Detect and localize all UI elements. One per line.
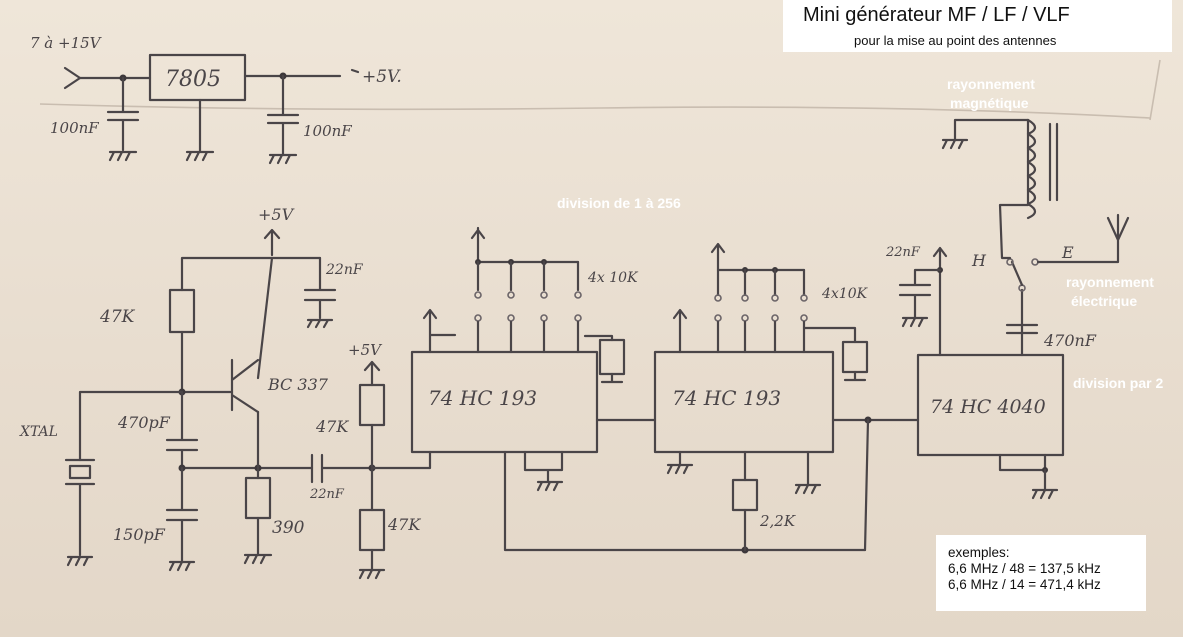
cap-470nf-label: 470nF: [1043, 331, 1097, 350]
example-line-2: 6,6 MHz / 14 = 471,4 kHz: [948, 577, 1101, 592]
division-256-label: division de 1 à 256: [557, 195, 681, 211]
subtitle: pour la mise au point des antennes: [854, 33, 1057, 48]
vcc-b-label: +5V: [348, 341, 383, 359]
examples-text: exemples: 6,6 MHz / 48 = 137,5 kHz 6,6 M…: [948, 545, 1101, 593]
cap-in-label: 100nF: [50, 119, 99, 137]
supply-in-label: 7 à +15V: [30, 34, 103, 52]
r390-label: 390: [272, 518, 305, 538]
transistor-label: BC 337: [267, 375, 329, 394]
electric-label-line2: électrique: [1071, 293, 1138, 309]
r47k-c-label: 47K: [387, 515, 421, 534]
title-box: Mini générateur MF / LF / VLF pour la mi…: [783, 0, 1172, 52]
power-supply: [63, 53, 360, 165]
paper-edge: [1149, 59, 1161, 121]
magnetic-label-line2: magnétique: [950, 95, 1029, 111]
vcc-osc-label: +5V: [258, 205, 295, 224]
paper-fold: [39, 103, 1151, 119]
oscillator: [64, 228, 432, 580]
magnetic-label-line1: rayonnement: [947, 76, 1035, 92]
r47k-a-label: 47K: [99, 307, 136, 327]
switch-h-label: H: [971, 251, 987, 270]
division-2-label: division par 2: [1073, 375, 1164, 391]
cap-out-label: 100nF: [303, 122, 352, 140]
divider-label: 74 HC 4040: [930, 396, 1046, 418]
example-line-1: 6,6 MHz / 48 = 137,5 kHz: [948, 561, 1101, 576]
counter-2: [653, 242, 920, 554]
counter2-label: 74 HC 193: [672, 386, 781, 410]
examples-box: exemples: 6,6 MHz / 48 = 137,5 kHz 6,6 M…: [936, 535, 1146, 611]
cap-22nf-a-label: 22nF: [325, 262, 364, 278]
electric-label-line1: rayonnement: [1066, 274, 1154, 290]
cap-22nf-c-label: 22nF: [885, 245, 921, 260]
r47k-b-label: 47K: [315, 417, 349, 436]
res-4x10k-a-label: 4x 10K: [587, 270, 639, 286]
examples-heading: exemples:: [948, 545, 1010, 560]
switch-e-label: E: [1061, 243, 1074, 262]
counter1-label: 74 HC 193: [428, 386, 537, 410]
xtal-label: XTAL: [19, 424, 58, 440]
divider-4040: [898, 118, 1130, 500]
cap-470pf-label: 470pF: [117, 413, 171, 432]
supply-out-label: +5V.: [362, 67, 402, 87]
res-4x10k-b-label: 4x10K: [821, 286, 869, 302]
cap-22nf-b-label: 22nF: [309, 487, 345, 502]
cap-150pf-label: 150pF: [113, 525, 166, 544]
title: Mini générateur MF / LF / VLF: [803, 4, 1070, 26]
r22k-label: 2,2K: [759, 512, 796, 530]
regulator-label: 7805: [165, 67, 221, 92]
